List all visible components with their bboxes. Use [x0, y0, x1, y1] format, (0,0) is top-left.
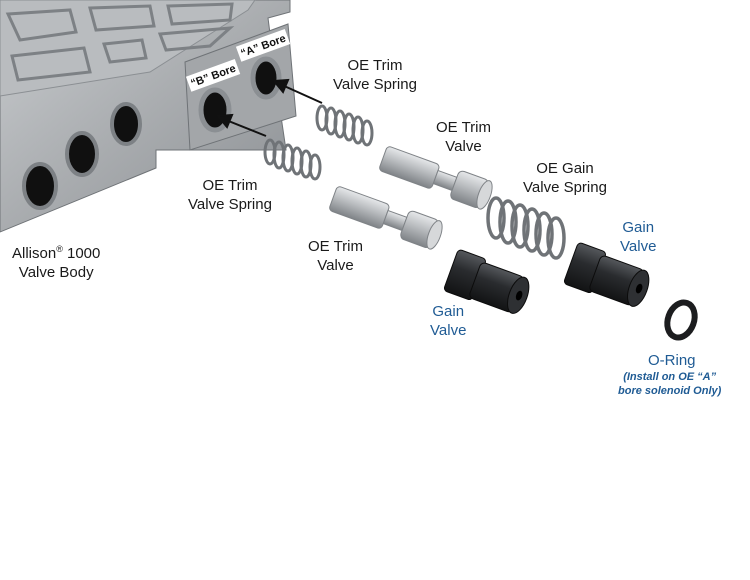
- bore-a: [250, 56, 282, 100]
- oe-gain-valve-spring-label: OE Gain Valve Spring: [523, 160, 607, 196]
- oe-trim-valve-spring-b-label: OE Trim Valve Spring: [188, 177, 272, 213]
- oe-gain-valve-spring: [486, 196, 566, 260]
- oe-trim-valve-spring-b: [263, 138, 322, 181]
- o-ring-install-note: (Install on OE “A” bore solenoid Only): [618, 371, 722, 397]
- casting-bores: [22, 102, 142, 210]
- o-ring-label: O-Ring: [648, 352, 696, 369]
- oe-trim-valve-b-label: OE Trim Valve: [308, 238, 363, 274]
- arrow-to-b-bore: [216, 113, 267, 137]
- oe-trim-valve-a: [379, 146, 493, 210]
- oe-trim-valve-a-label: OE Trim Valve: [436, 119, 491, 155]
- gain-valve-a: [563, 242, 650, 307]
- gain-valve-a-label: Gain Valve: [620, 219, 657, 255]
- valve-body-casting: “B” Bore “A” Bore: [0, 0, 297, 233]
- o-ring-part: [664, 299, 698, 341]
- oe-trim-valve-b: [329, 186, 443, 250]
- casting-channels: [5, 2, 235, 82]
- arrow-to-a-bore: [272, 78, 323, 104]
- oe-trim-valve-spring-a-label: OE Trim Valve Spring: [333, 57, 417, 93]
- gain-valve-b: [443, 249, 530, 314]
- valve-body-label: Allison® 1000 Valve Body: [12, 244, 101, 282]
- gain-valve-b-label: Gain Valve: [430, 303, 467, 339]
- oe-trim-valve-spring-a: [315, 104, 374, 147]
